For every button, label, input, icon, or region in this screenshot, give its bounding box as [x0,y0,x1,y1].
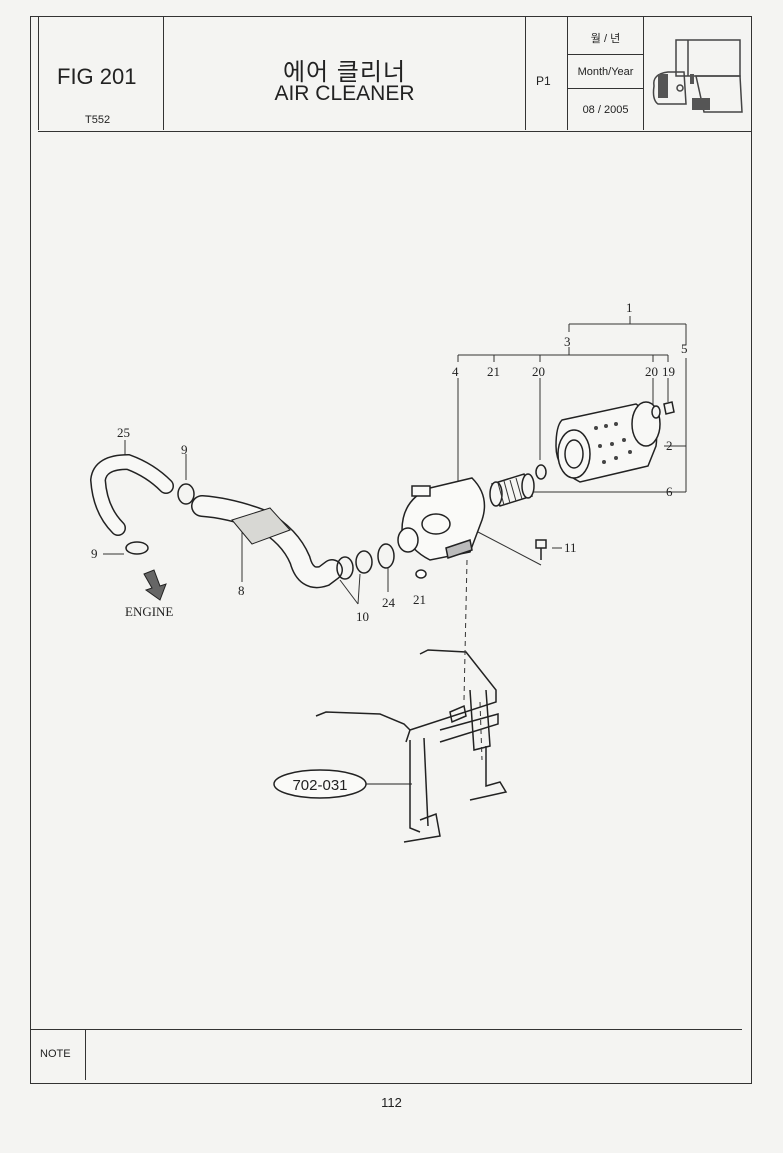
title-cell: 에어 클리너 AIR CLEANER [164,16,526,130]
page-number: 112 [381,1095,402,1110]
date-value: 08 / 2005 [582,104,629,116]
fig-number: FIG 201 [57,64,137,89]
part-number-1: 1 [626,300,633,315]
note-label: NOTE [40,1048,71,1060]
part-number-25: 25 [117,425,130,440]
tractor-thumbnail-cell [644,16,752,130]
page-frame [30,16,752,1084]
part-number-5: 5 [681,341,688,356]
part-number-19: 19 [662,364,675,379]
title-english: AIR CLEANER [274,82,415,105]
title-korean: 에어 클리너 [282,59,407,86]
part-number-20-top: 20 [532,364,545,379]
part-number-20-right: 20 [645,364,658,379]
engine-label: ENGINE [125,604,173,619]
date-korean-label: 월 / 년 [590,33,621,45]
part-number-21-top: 21 [487,364,500,379]
reference-callout[interactable]: 702-031 [292,777,347,794]
header-block: FIG 201 T552 에어 클리너 AIR CLEANER P1 월 / 년… [38,16,752,132]
part-number-4: 4 [452,364,459,379]
part-number-24: 24 [382,595,396,610]
part-number-3: 3 [564,334,571,349]
part-number-11: 11 [564,540,577,555]
tractor-icon [652,39,743,113]
page-label: P1 [536,74,551,88]
page-cell: P1 [526,16,568,130]
fig-cell: FIG 201 T552 [38,16,164,130]
part-number-2: 2 [666,438,673,453]
part-number-9-top: 9 [181,442,188,457]
model-code: T552 [85,114,111,126]
date-english-label: Month/Year [577,66,634,78]
date-cell: 월 / 년 Month/Year 08 / 2005 [568,16,644,130]
part-number-8: 8 [238,583,245,598]
part-number-21-bottom: 21 [413,592,426,607]
part-number-6: 6 [666,484,673,499]
part-number-10: 10 [356,609,369,624]
note-row: NOTE [30,1029,742,1081]
part-number-9-left: 9 [91,546,98,561]
